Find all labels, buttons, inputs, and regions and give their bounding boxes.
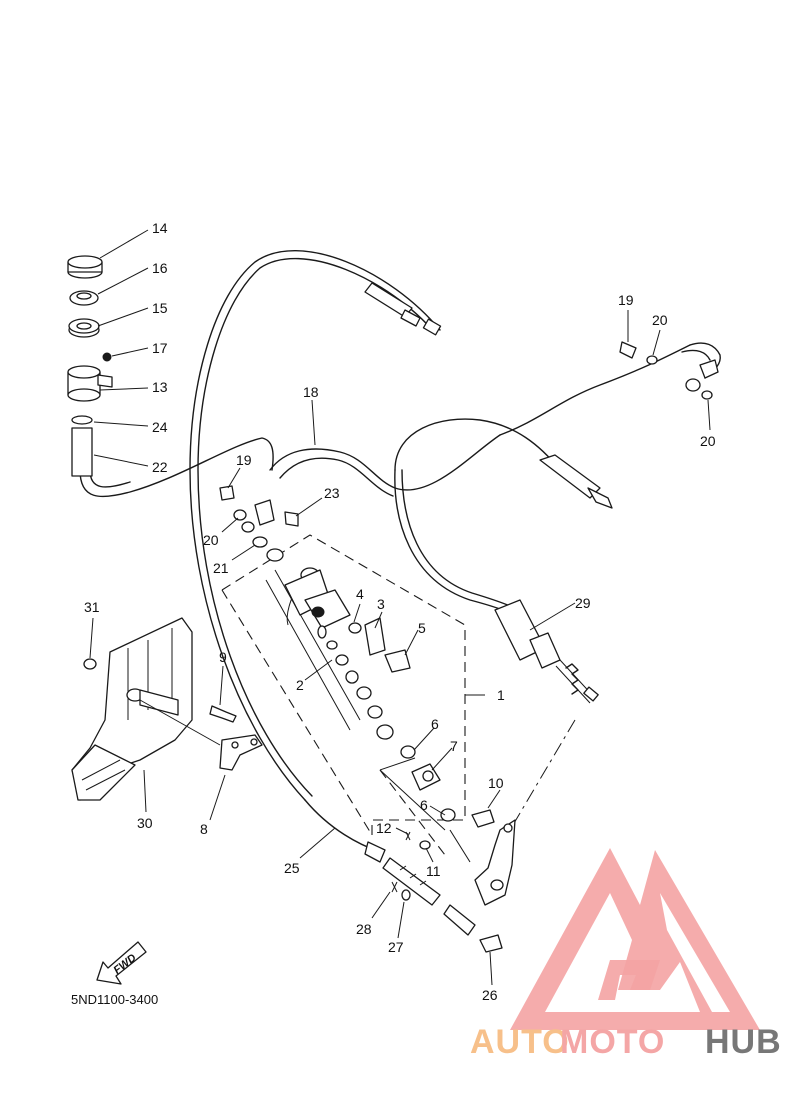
- fwd-arrow-icon: [96, 941, 147, 985]
- brake-lever-arm: [449, 819, 516, 953]
- watermark-logo: [510, 848, 760, 1030]
- label-31: 31: [84, 599, 100, 615]
- diagram-code: 5ND1100-3400: [71, 992, 158, 1007]
- label-5: 5: [418, 620, 426, 636]
- label-6-lower: 6: [420, 797, 428, 813]
- part-labels: 14 16 15 17 13 24 22 18 19 23 20 21 19 2…: [84, 220, 716, 1003]
- label-25: 25: [284, 860, 300, 876]
- label-29: 29: [575, 595, 591, 611]
- label-19-right: 19: [618, 292, 634, 308]
- label-2: 2: [296, 677, 304, 693]
- label-12: 12: [376, 820, 392, 836]
- label-15: 15: [152, 300, 168, 316]
- label-19-left: 19: [236, 452, 252, 468]
- label-30: 30: [137, 815, 153, 831]
- label-3: 3: [377, 596, 385, 612]
- label-20-right-top: 20: [652, 312, 668, 328]
- label-17: 17: [152, 340, 168, 356]
- label-20-right-bottom: 20: [700, 433, 716, 449]
- label-23: 23: [324, 485, 340, 501]
- label-22: 22: [152, 459, 168, 475]
- label-14: 14: [152, 220, 168, 236]
- label-27: 27: [388, 939, 404, 955]
- label-6-upper: 6: [431, 716, 439, 732]
- label-8: 8: [200, 821, 208, 837]
- master-cylinder-parts: [266, 548, 495, 850]
- watermark-auto: AUTO: [470, 1023, 570, 1061]
- label-11: 11: [426, 863, 441, 879]
- heel-guard: [71, 617, 263, 801]
- label-26: 26: [482, 987, 498, 1003]
- cable-lines: [71, 249, 721, 936]
- label-28: 28: [356, 921, 372, 937]
- label-20-left: 20: [203, 532, 219, 548]
- label-24: 24: [152, 419, 168, 435]
- label-13: 13: [152, 379, 168, 395]
- label-4: 4: [356, 586, 364, 602]
- watermark-moto: MOTO: [560, 1023, 665, 1061]
- label-21: 21: [213, 560, 229, 576]
- label-1: 1: [497, 687, 505, 703]
- label-9: 9: [219, 649, 227, 665]
- hose-fittings-left: [219, 485, 299, 548]
- watermark-hub: HUB: [705, 1023, 782, 1061]
- lower-small-parts: [391, 881, 411, 901]
- hose-fittings-right: [619, 341, 719, 400]
- callout-lines: [89, 229, 711, 986]
- label-16: 16: [152, 260, 168, 276]
- assembly-outline: [221, 534, 485, 856]
- label-10: 10: [488, 775, 504, 791]
- label-7: 7: [450, 738, 458, 754]
- reservoir-parts: [67, 255, 113, 425]
- label-18: 18: [303, 384, 319, 400]
